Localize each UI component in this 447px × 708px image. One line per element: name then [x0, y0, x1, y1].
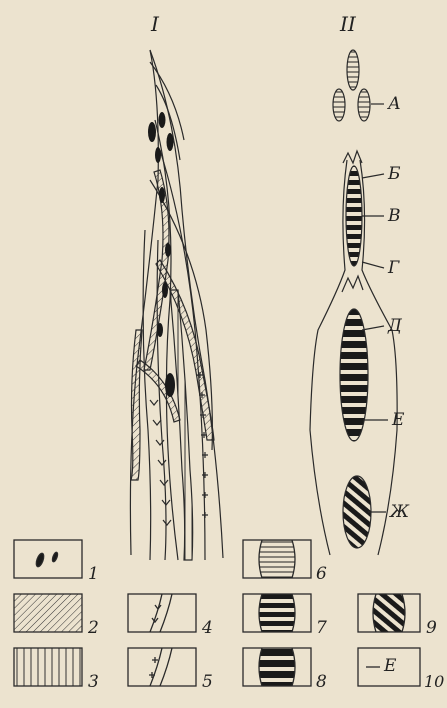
zone-label-g: Г [388, 260, 399, 277]
zone-label-b: Б [388, 166, 401, 183]
legend-number-4: 4 [202, 620, 213, 637]
legend-number-5: 5 [202, 674, 213, 691]
legend-number-6: 6 [316, 566, 327, 583]
legend-number-3: 3 [88, 674, 99, 691]
legend-number-7: 7 [316, 620, 327, 637]
legend-boxes [14, 540, 420, 686]
zone-label-zh: Ж [390, 504, 409, 521]
column-i-heading: I [151, 14, 159, 34]
column-ii-heading: II [340, 14, 356, 34]
legend-e-label: Е [384, 658, 396, 675]
column-i-illustration [130, 50, 223, 560]
legend-number-8: 8 [316, 674, 327, 691]
zone-label-e: Е [392, 412, 404, 429]
zone-label-d: Д [388, 318, 402, 335]
legend-number-10: 10 [424, 674, 444, 690]
zone-label-v: В [388, 208, 401, 225]
zone-label-a: А [388, 96, 401, 113]
legend-number-1: 1 [88, 566, 99, 583]
legend-number-2: 2 [88, 620, 99, 637]
legend-number-9: 9 [426, 620, 437, 637]
column-ii-illustration [310, 50, 397, 555]
